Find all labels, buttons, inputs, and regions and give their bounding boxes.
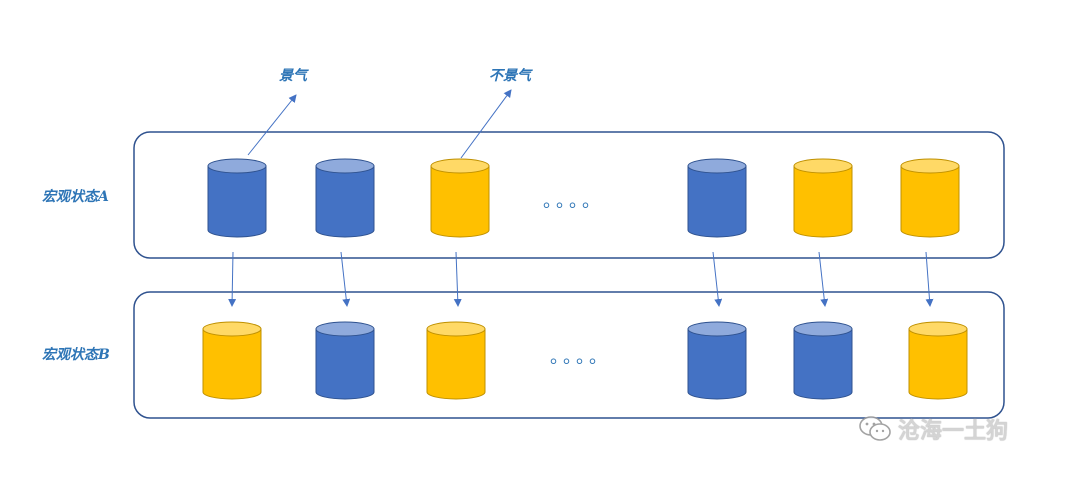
state-a-cylinder-yellow [900,158,960,238]
state-b-label: 宏观状态B [42,347,110,363]
state-b-cylinder-yellow [202,321,262,400]
ellipsis-a: 。。。。 [543,191,604,212]
transition-arrow [925,251,934,307]
state-a-cylinder-yellow [430,158,490,238]
state-a-cylinder-blue [687,158,747,238]
state-a-cylinder-blue [315,158,375,238]
transition-arrow [453,251,462,307]
transition-arrow [818,251,829,307]
state-b-cylinder-yellow [426,321,486,400]
wechat-icon [859,416,891,441]
state-a-cylinder-yellow [793,158,853,238]
state-b-cylinder-blue [793,321,853,400]
watermark: 沧海一土狗 [858,413,1008,445]
boom-arrow [247,94,297,156]
transition-arrow [340,251,351,307]
recession-arrow [460,89,512,159]
state-b-cylinder-yellow [908,321,968,400]
ellipsis-b: 。。。。 [550,347,611,368]
watermark-text: 沧海一土狗 [898,419,1009,444]
state-b-cylinder-blue [315,321,375,400]
transition-arrow [712,251,723,307]
transition-arrow [228,251,237,307]
state-a-cylinder-blue [207,158,267,238]
boom-label: 景气 [279,68,307,84]
state-a-label: 宏观状态A [42,189,109,205]
state-b-cylinder-blue [687,321,747,400]
recession-label: 不景气 [489,68,531,84]
